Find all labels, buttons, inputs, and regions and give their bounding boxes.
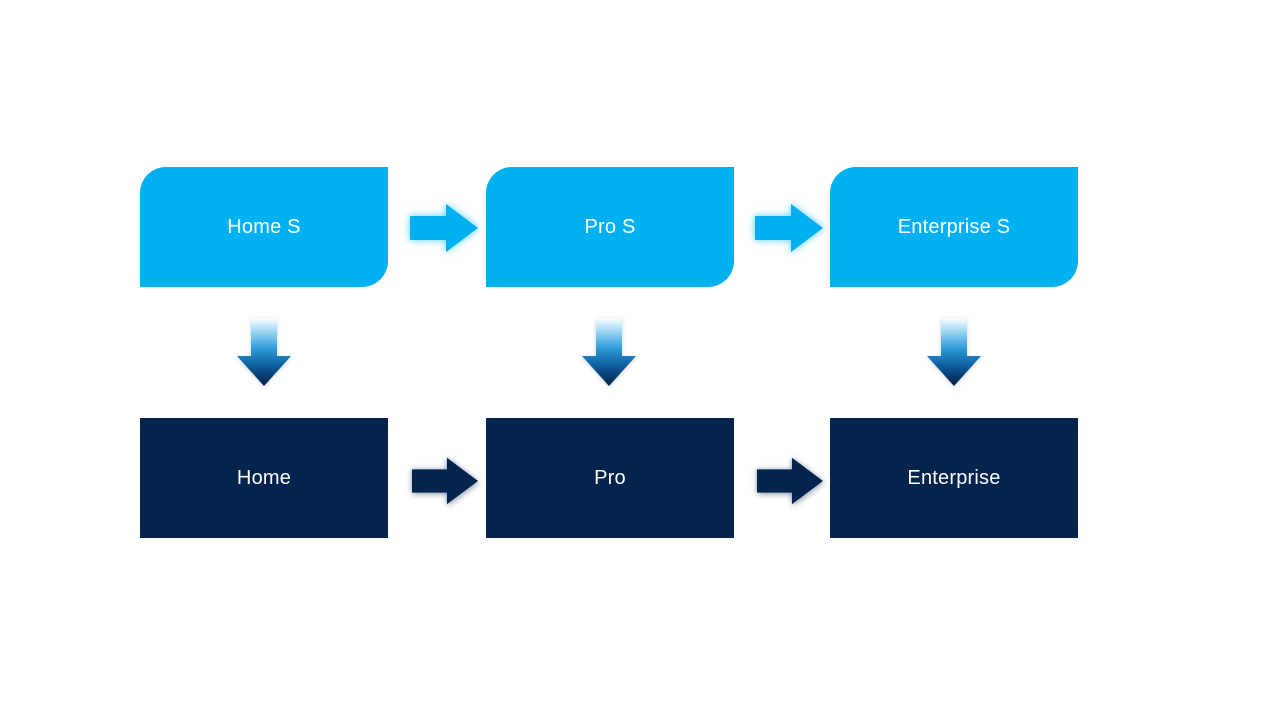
top-box-enterprise-s: Enterprise S (830, 167, 1078, 287)
box-label: Pro (594, 466, 626, 489)
right-arrow-icon (410, 204, 478, 252)
right-arrow-icon (757, 457, 823, 505)
down-arrow-icon (237, 318, 291, 386)
box-label: Home (236, 466, 292, 489)
box-label: Enterprise S (897, 215, 1011, 238)
top-box-pro-s: Pro S (486, 167, 734, 287)
box-label: Enterprise (907, 466, 1001, 489)
down-arrow-icon (582, 318, 636, 386)
right-arrow-icon (755, 204, 823, 252)
box-label: Pro S (584, 215, 636, 238)
right-arrow-icon (412, 457, 478, 505)
box-label: Home S (227, 215, 301, 238)
bottom-box-home: Home (140, 418, 388, 538)
bottom-box-enterprise: Enterprise (830, 418, 1078, 538)
down-arrow-icon (927, 318, 981, 386)
bottom-box-pro: Pro (486, 418, 734, 538)
top-box-home-s: Home S (140, 167, 388, 287)
